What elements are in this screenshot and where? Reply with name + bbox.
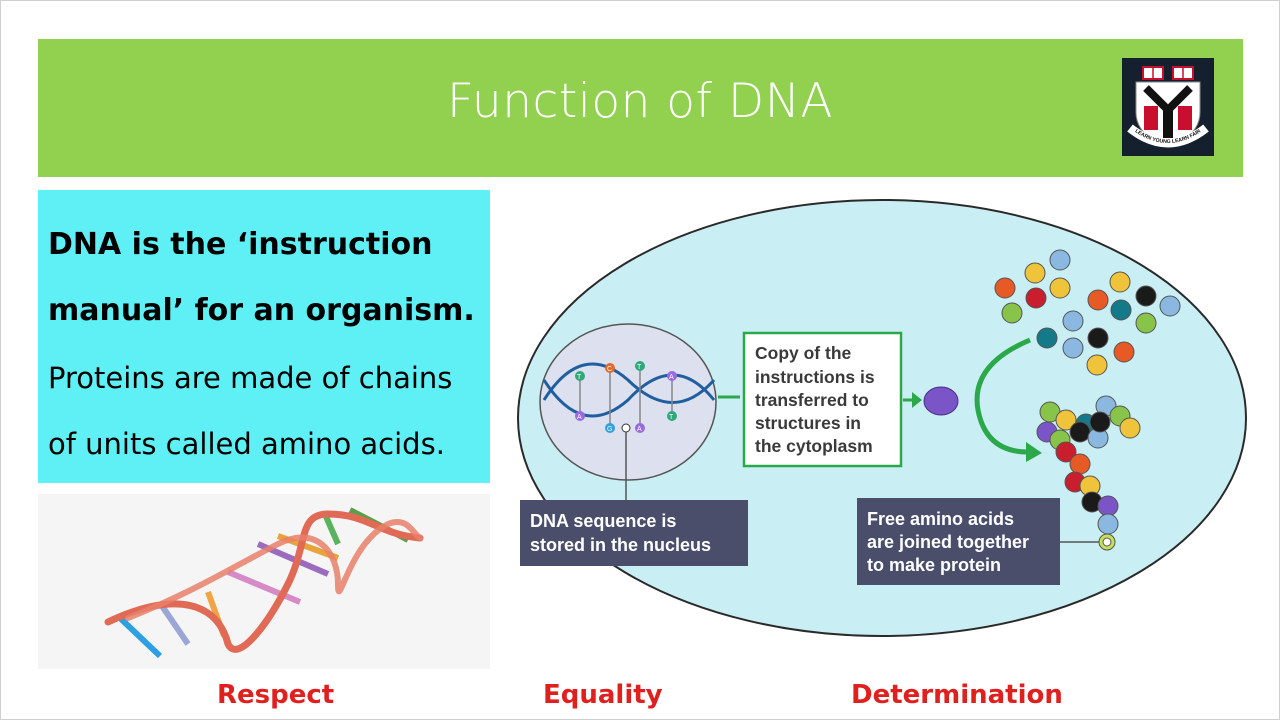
dna-helix-icon — [104, 507, 424, 659]
base-2: C — [607, 366, 612, 373]
nucleus-outline — [539, 323, 717, 481]
dna-helix-illustration — [38, 494, 490, 669]
value-determination: Determination — [851, 680, 1063, 710]
base-6: G — [607, 426, 612, 433]
svg-text:Free amino acids are joine: Free amino acids are joined together to … — [867, 509, 1034, 575]
detail-line-1: Proteins are made of chains — [48, 361, 453, 395]
protein-label-box — [857, 498, 1060, 585]
crest-icon: LEARN YOUNG LEARN FAIR — [1127, 66, 1209, 148]
detail-line-2: of units called amino acids. — [48, 427, 445, 461]
value-respect: Respect — [217, 680, 335, 710]
definition-statement: DNA is the ‘instruction manual’ for an o… — [48, 212, 478, 344]
arrow-head-icon — [912, 392, 922, 408]
nucleus-label-line-1: DNA sequence is — [530, 511, 676, 531]
value-equality: Equality — [543, 680, 663, 710]
dna-double-helix — [542, 362, 716, 428]
copy-line-4: structures in — [755, 413, 861, 433]
curved-arrow-head-icon — [1026, 442, 1042, 462]
nucleus-label-line-2: stored in the nucleus — [530, 535, 711, 555]
slide-title: Function of DNA — [446, 74, 834, 129]
protein-label-line-3: to make protein — [867, 555, 1001, 575]
definition-detail: Proteins are made of chains of units cal… — [48, 345, 488, 477]
copy-line-5: the cytoplasm — [755, 436, 873, 456]
base-7: A — [637, 426, 642, 433]
copy-instructions-box — [742, 331, 903, 468]
copy-line-3: transferred to — [755, 390, 869, 410]
title-bar — [38, 39, 1243, 177]
nucleotide-bases: T C T A A G A T — [575, 361, 677, 433]
school-crest-logo: LEARN YOUNG LEARN FAIR — [1122, 58, 1214, 156]
statement-line-2: manual’ for an organism. — [48, 293, 475, 328]
base-3: T — [637, 364, 642, 371]
protein-synthesis-diagram: T C T A A G A T Copy of the instructions… — [517, 199, 1247, 637]
base-5: A — [577, 414, 582, 421]
base-4: A — [669, 374, 674, 381]
definition-box: DNA is the ‘instruction manual’ for an o… — [38, 190, 490, 483]
nucleus-label-box — [520, 500, 748, 566]
protein-chain — [1036, 395, 1141, 551]
base-1: T — [577, 374, 582, 381]
protein-label-line-1: Free amino acids — [867, 509, 1014, 529]
svg-text:Copy of the instructions i: Copy of the instructions is transferred … — [755, 343, 879, 456]
copy-line-2: instructions is — [755, 367, 875, 387]
svg-text:DNA sequence is stored in: DNA sequence is stored in the nucleus — [530, 511, 711, 555]
protein-label-line-2: are joined together — [867, 532, 1029, 552]
mrna-molecule — [923, 386, 959, 416]
curved-arrow — [974, 337, 1031, 455]
base-8: T — [669, 414, 674, 421]
free-amino-acids — [994, 249, 1181, 376]
copy-line-1: Copy of the — [755, 343, 852, 363]
statement-line-1: DNA is the ‘instruction — [48, 227, 433, 262]
